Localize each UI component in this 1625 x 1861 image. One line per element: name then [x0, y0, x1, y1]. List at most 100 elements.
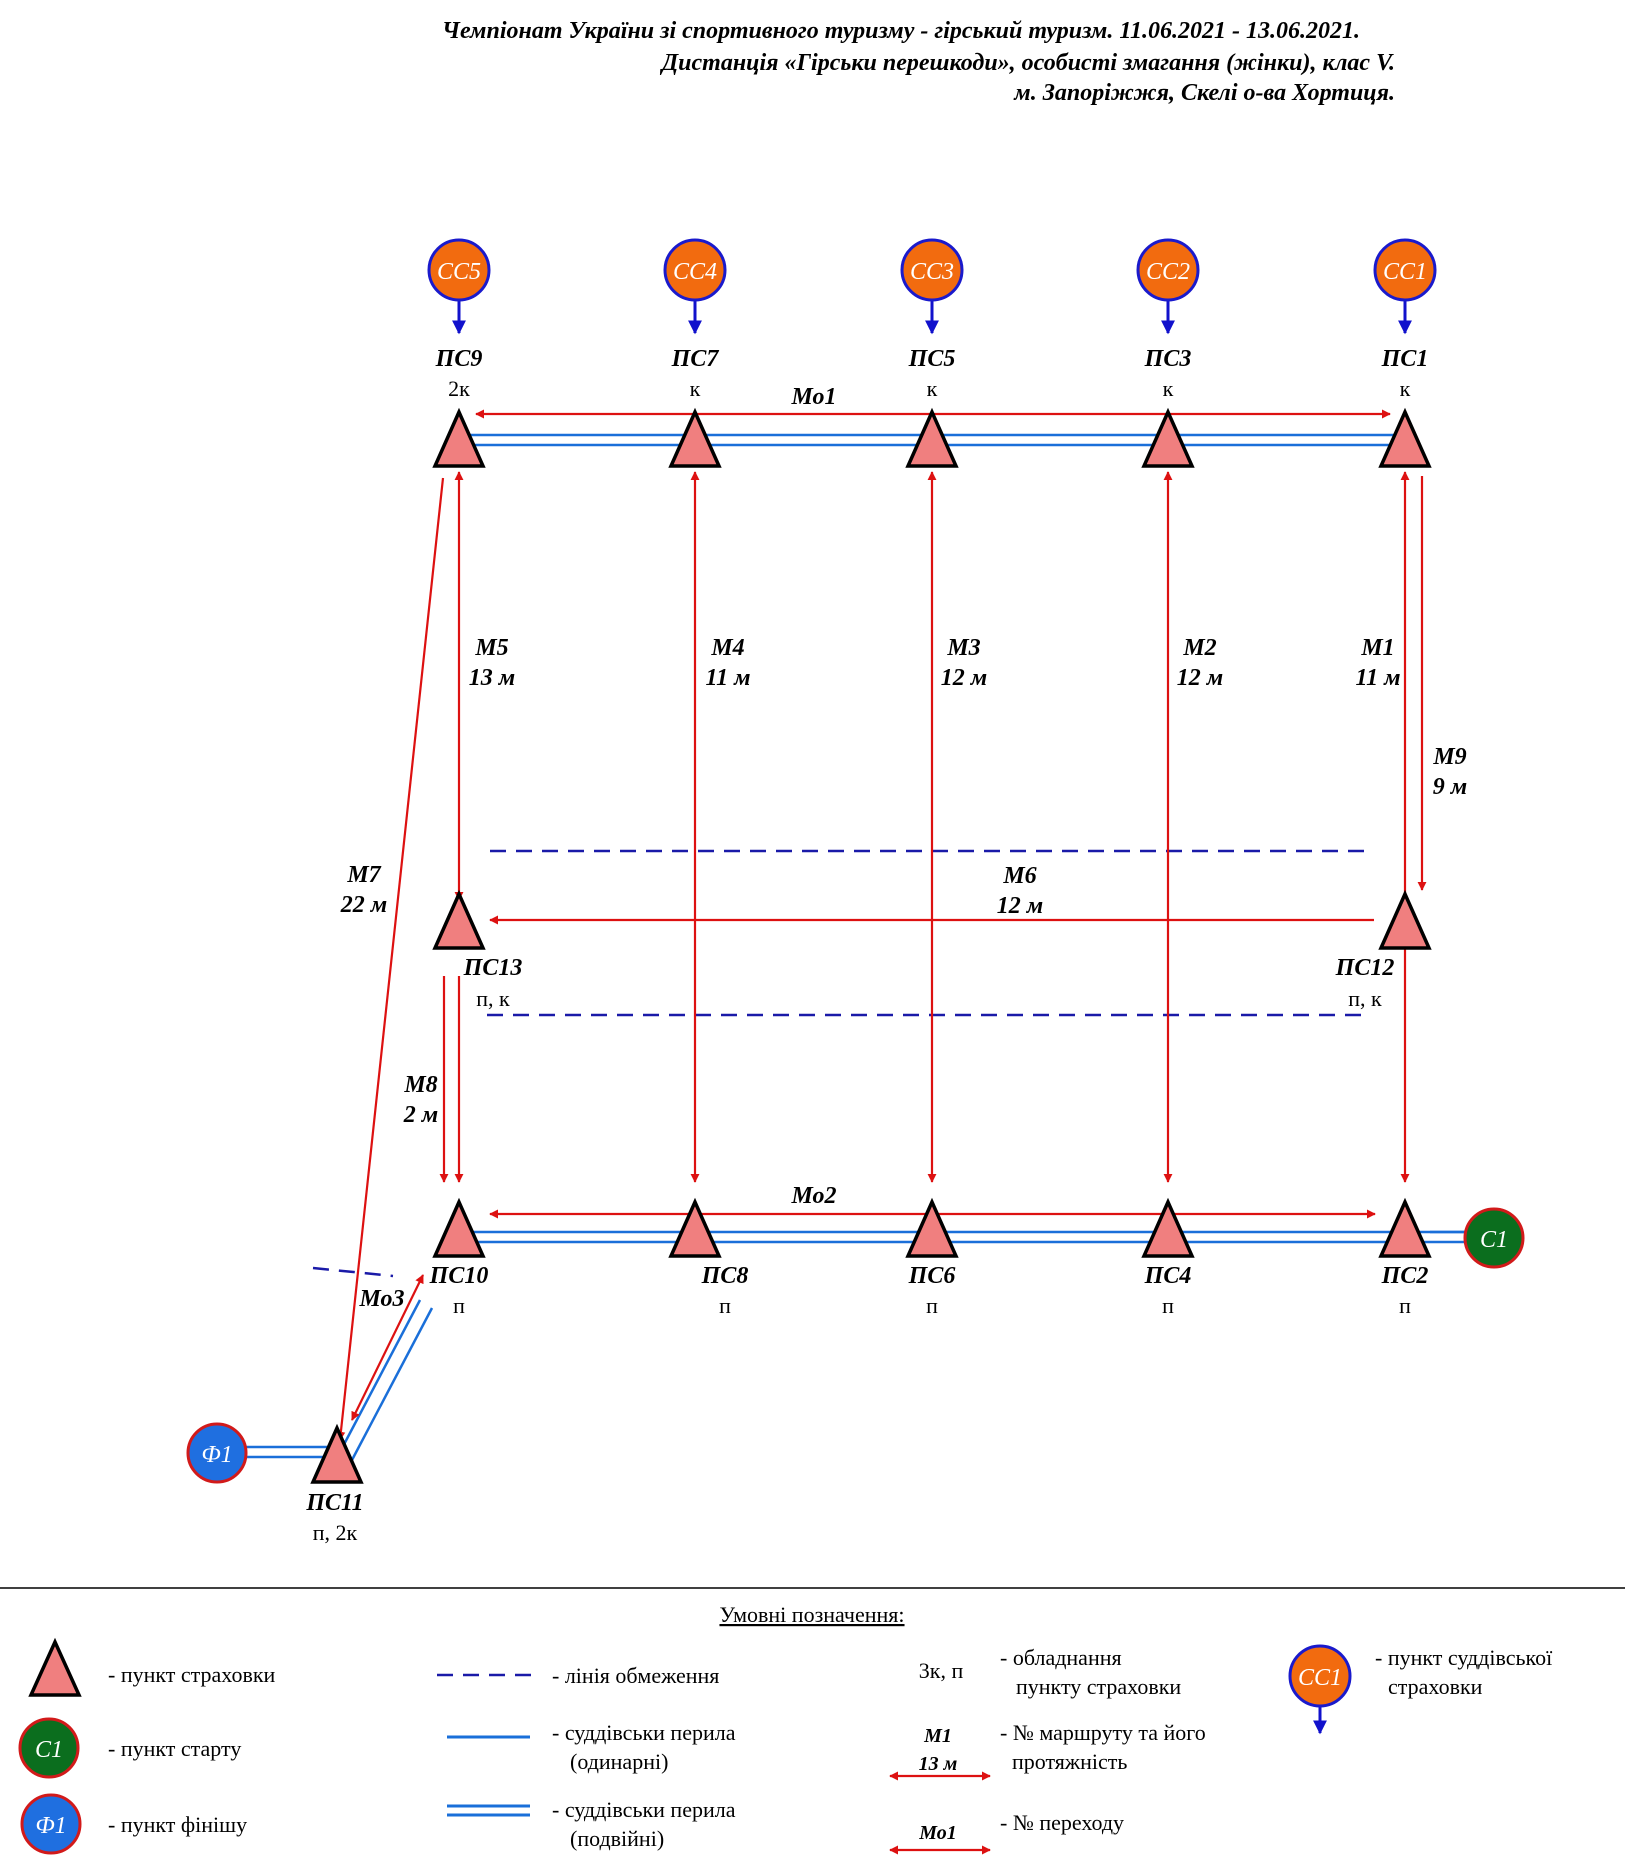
legend-single-1: - суддівськи перила	[552, 1720, 736, 1745]
equip-ps9: 2к	[448, 376, 470, 401]
legend-start-icon	[18, 1717, 80, 1779]
legend-judge-1: - пункт суддівської	[1375, 1645, 1553, 1670]
start-point: С1	[1430, 1207, 1525, 1269]
legend-equip-example: 3к, п	[919, 1658, 964, 1683]
label-ps2: ПС2	[1381, 1263, 1429, 1289]
label-mo1: Мо1	[791, 384, 837, 410]
finish-point: Ф1	[186, 1422, 248, 1484]
label-m5: М5	[474, 635, 508, 661]
judge-cc4-circle	[663, 238, 727, 302]
legend-judge-icon-label: СС1	[1298, 1665, 1342, 1691]
equip-ps5: к	[927, 376, 938, 401]
label-m8: М8	[403, 1072, 437, 1098]
label-m7: М7	[346, 862, 381, 888]
judge-cc1-circle	[1373, 238, 1437, 302]
label-ps10: ПС10	[429, 1263, 489, 1289]
legend-single-2: (одинарні)	[570, 1749, 668, 1774]
judge-cc5-label: СС5	[437, 259, 481, 285]
header-line-1: Чемпіонат України зі спортивного туризму…	[442, 18, 1360, 44]
judge-cc2: СС2	[1136, 238, 1200, 335]
len-m7: 22 м	[340, 892, 387, 918]
legend-double-1: - суддівськи перила	[552, 1797, 736, 1822]
legend-start-icon-label: С1	[35, 1737, 63, 1763]
legend-triangle-icon	[28, 1637, 82, 1697]
triangle-ps7	[668, 407, 722, 468]
judge-cc5-circle	[427, 238, 491, 302]
label-ps9: ПС9	[435, 346, 483, 372]
rope-ps10-ps11	[338, 1299, 434, 1461]
len-m6: 12 м	[997, 893, 1043, 919]
len-m1: 11 м	[1355, 665, 1400, 691]
legend: Умовні позначення: - пункт страховки С1 …	[0, 1587, 1625, 1855]
legend-finish: - пункт фінішу	[108, 1812, 247, 1837]
judge-cc1-label: СС1	[1383, 259, 1427, 285]
legend-equip-1: - обладнання	[1000, 1645, 1122, 1670]
triangle-ps8	[668, 1197, 722, 1258]
label-ps11: ПС11	[305, 1490, 363, 1516]
label-m2: М2	[1182, 635, 1216, 661]
route-arrows	[336, 409, 1427, 1441]
len-m2: 12 м	[1177, 665, 1223, 691]
label-ps12: ПС12	[1335, 955, 1395, 981]
judge-cc1: СС1	[1373, 238, 1437, 335]
label-ps6: ПС6	[908, 1263, 956, 1289]
rope-finish	[245, 1445, 330, 1459]
legend-route-ex-len: 13 м	[919, 1753, 958, 1775]
finish-label: Ф1	[201, 1442, 232, 1468]
triangle-ps6	[905, 1197, 959, 1258]
equip-ps1: к	[1400, 376, 1411, 401]
label-m3: М3	[946, 635, 980, 661]
equip-ps10: п	[453, 1293, 465, 1318]
equip-ps7: к	[690, 376, 701, 401]
finish-circle	[186, 1422, 248, 1484]
header-line-3: м. Запоріжжя, Скелі о-ва Хортиця.	[1013, 80, 1395, 106]
point-labels: ПС9 2к ПС7 к ПС5 к ПС3 к ПС1 к ПС13 п, к…	[305, 346, 1428, 1545]
judge-cc2-circle	[1136, 238, 1200, 302]
legend-double-2: (подвійні)	[570, 1826, 664, 1851]
legend-trans-ex: Мо1	[918, 1822, 957, 1844]
label-ps3: ПС3	[1144, 346, 1192, 372]
label-ps5: ПС5	[908, 346, 956, 372]
len-m4: 11 м	[705, 665, 750, 691]
judge-cc3: СС3	[900, 238, 964, 335]
label-ps7: ПС7	[671, 346, 720, 372]
judge-cc4-label: СС4	[673, 259, 717, 285]
start-circle	[1463, 1207, 1525, 1269]
judge-cc3-label: СС3	[910, 259, 954, 285]
legend-limit: - лінія обмеження	[552, 1663, 719, 1688]
label-mo3: Мо3	[359, 1286, 405, 1312]
label-ps8: ПС8	[701, 1263, 749, 1289]
arrow-mo3	[351, 1274, 424, 1421]
len-m9: 9 м	[1433, 774, 1467, 800]
start-label: С1	[1480, 1227, 1508, 1253]
judge-cc2-label: СС2	[1146, 259, 1190, 285]
triangle-ps12	[1378, 889, 1432, 950]
triangle-ps3	[1141, 407, 1195, 468]
triangle-ps10	[432, 1197, 486, 1258]
legend-route-1: - № маршруту та його	[1000, 1720, 1206, 1745]
label-mo2: Мо2	[791, 1183, 837, 1209]
judge-cc5: СС5	[427, 238, 491, 335]
triangle-ps13	[432, 889, 486, 950]
header: Чемпіонат України зі спортивного туризму…	[442, 18, 1395, 106]
triangle-ps2	[1378, 1197, 1432, 1258]
legend-trans: - № переходу	[1000, 1810, 1124, 1835]
triangle-ps11	[310, 1423, 364, 1484]
label-ps13: ПС13	[463, 955, 523, 981]
route-labels: Мо1 Мо2 Мо3 М5 13 м М4 11 м М3 12 м М2 1…	[340, 384, 1467, 1312]
equip-ps12: п, к	[1348, 986, 1382, 1011]
equip-ps4: п	[1162, 1293, 1174, 1318]
legend-judge-2: страховки	[1388, 1674, 1483, 1699]
legend-finish-icon	[20, 1793, 82, 1855]
legend-finish-icon-label: Ф1	[35, 1813, 66, 1839]
equip-ps8: п	[719, 1293, 731, 1318]
triangle-ps4	[1141, 1197, 1195, 1258]
triangle-ps9	[432, 407, 486, 468]
judge-points: СС5 СС4 СС3 СС2 СС1	[427, 238, 1437, 335]
triangle-ps5	[905, 407, 959, 468]
label-m1: М1	[1360, 635, 1394, 661]
len-m8: 2 м	[403, 1102, 438, 1128]
legend-belay: - пункт страховки	[108, 1662, 276, 1687]
triangle-ps1	[1378, 407, 1432, 468]
